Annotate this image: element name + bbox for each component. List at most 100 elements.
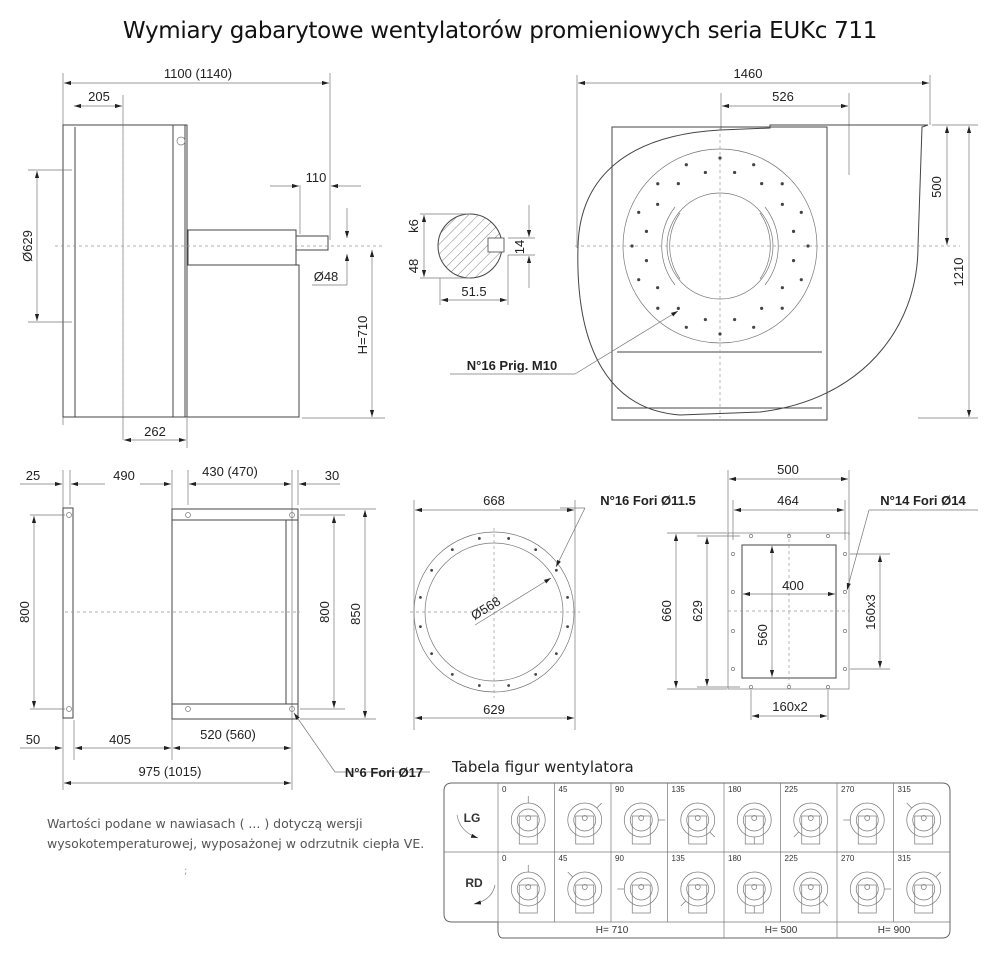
dim-800-right: 800	[317, 601, 332, 623]
dim-800-left: 800	[17, 601, 32, 623]
dim-key-width: 14	[512, 240, 527, 254]
dim-outlet-height: 500	[929, 176, 944, 198]
fan-icon	[914, 815, 934, 845]
fan-icon	[914, 884, 934, 914]
bolt-hole	[644, 259, 649, 263]
bolt-hole	[826, 534, 830, 538]
bolt-hole	[843, 667, 847, 671]
angle-label: 315	[898, 785, 912, 794]
angle-label: 90	[615, 854, 624, 863]
angle-label: 45	[559, 854, 568, 863]
bolt-hole	[780, 306, 784, 310]
dim-520: 520 (560)	[200, 727, 256, 742]
fan-icon	[688, 815, 708, 845]
bolt-hole	[799, 278, 803, 282]
outlet-bolt-holes	[731, 534, 847, 689]
dim-430: 430 (470)	[202, 464, 258, 479]
page-title: Wymiary gabarytowe wentylatorów promieni…	[122, 18, 878, 44]
bolt-hole	[419, 595, 422, 599]
bolt-hole	[676, 306, 680, 310]
bolt-hole	[450, 548, 454, 552]
bolt-hole	[534, 548, 538, 552]
group-h500: H= 500	[765, 925, 798, 936]
bolt-hole	[843, 590, 847, 594]
fan-position-lg-0: 0	[502, 785, 546, 845]
bolt-hole	[630, 244, 634, 248]
dim-outlet-629: 629	[690, 600, 705, 622]
bolt-hole	[684, 163, 688, 167]
bolt-hole	[419, 625, 422, 629]
angle-label: 315	[898, 854, 912, 863]
fan-position-rd-225: 225	[785, 854, 829, 914]
counterclockwise-arrow-icon	[473, 884, 496, 905]
bolt-hole	[718, 156, 722, 160]
angle-label: 0	[502, 854, 507, 863]
fan-icon	[518, 884, 538, 914]
group-h900: H= 900	[878, 925, 911, 936]
fan-icon	[575, 884, 595, 914]
dim-25: 25	[26, 468, 40, 483]
bolt-hole	[760, 306, 764, 310]
bolt-hole	[752, 163, 756, 167]
table-title: Tabela figur wentylatora	[452, 758, 634, 776]
fan-position-rd-0: 0	[502, 854, 546, 914]
bolt-hole	[477, 684, 481, 687]
bolt-hole	[637, 278, 641, 282]
inlet-bolt-holes	[419, 537, 569, 687]
bolt-hole	[450, 672, 454, 676]
bolt-hole	[554, 568, 558, 572]
fan-icon	[801, 815, 821, 845]
dim-30: 30	[325, 468, 339, 483]
callout-threaded-holes: N°16 Prig. M10	[467, 358, 557, 373]
bolt-hole	[430, 568, 434, 572]
angle-label: 225	[785, 854, 799, 863]
bolt-hole	[749, 685, 753, 689]
angle-label: 180	[728, 785, 742, 794]
clockwise-arrow-icon	[456, 814, 479, 839]
fan-position-lg-225: 225	[785, 785, 829, 845]
bolt-hole	[656, 306, 660, 310]
side-view: 1100 (1140) 205 110 Ø48 Ø629 H=710	[20, 66, 385, 448]
bolt-hole	[534, 672, 538, 676]
dim-base-offset: 262	[144, 424, 166, 439]
dim-405: 405	[109, 732, 131, 747]
bolt-hole	[780, 286, 784, 290]
bolt-hole	[843, 629, 847, 633]
bolt-hole	[656, 286, 660, 290]
bolt-hole	[791, 229, 796, 233]
fan-icon	[688, 884, 708, 914]
fan-icon	[857, 884, 877, 914]
bolt-hole	[507, 537, 511, 540]
row-rd: RD	[465, 876, 496, 905]
bolt-hole	[799, 210, 803, 214]
fan-position-lg-180: 180	[728, 785, 772, 845]
dim-overall-height: 1210	[951, 258, 966, 287]
fan-position-rd-180: 180	[728, 854, 772, 914]
row-lg: LG	[456, 811, 481, 839]
dim-975: 975 (1015)	[139, 764, 202, 779]
bolt-hole	[731, 552, 735, 556]
bolt-hole	[507, 684, 511, 687]
note: Wartości podane w nawiasach ( ... ) doty…	[47, 814, 447, 882]
inlet-flange: 668 Ø568 629 N°16 Fori Ø11.5	[410, 493, 696, 730]
bolt-hole	[656, 182, 660, 186]
dim-outlet-500: 500	[777, 462, 799, 477]
callout-base-holes: N°6 Fori Ø17	[345, 765, 423, 780]
row-label-lg: LG	[464, 811, 481, 825]
fan-icon	[631, 815, 651, 845]
fan-position-lg-315: 315	[898, 785, 942, 845]
front-view: 1460 526 500 1210 N°16 Prig. M10	[450, 66, 978, 421]
bolt-hole	[791, 259, 796, 263]
fan-icon	[801, 884, 821, 914]
dim-flange-outer: 668	[483, 493, 505, 508]
fan-position-lg-45: 45	[559, 785, 603, 845]
bolt-hole	[752, 325, 756, 329]
angle-label: 135	[672, 785, 686, 794]
angle-label: 0	[502, 785, 507, 794]
bolt-hole	[684, 325, 688, 329]
dim-shaft-tolerance: k6	[406, 219, 421, 233]
group-h710: H= 710	[596, 925, 629, 936]
dim-shaft-height: H=710	[355, 316, 370, 355]
